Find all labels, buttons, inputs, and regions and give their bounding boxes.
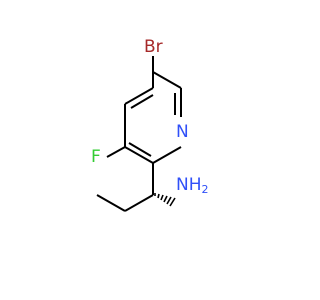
atom-labels: Br F N NH2 [87,36,209,197]
bromine-label: Br [144,37,163,57]
bond-c2-c3 [124,146,154,164]
bond-c5-c6 [152,71,182,89]
hashed-wedge-bond [154,193,176,207]
amine-subscript: 2 [202,183,209,196]
bond-c4-c5 [124,87,154,105]
bond-c4-c5-inner [130,94,154,109]
molecule-structure: Br F N NH2 [87,36,209,212]
bond-c2-c3-inner [128,142,152,157]
fluorine-label: F [91,147,101,167]
pyridine-nitrogen-label: N [176,122,189,142]
bond-n1-c2 [152,146,182,164]
substituents [96,56,176,212]
bond-ch2-ch3 [96,194,126,212]
bond-chiral-ch2 [124,194,154,212]
pyridine-ring [124,71,182,164]
amine-label: NH2 [176,175,209,196]
amine-n: N [176,175,189,195]
bond-c3-f [106,146,126,158]
amine-h: H [189,175,202,195]
